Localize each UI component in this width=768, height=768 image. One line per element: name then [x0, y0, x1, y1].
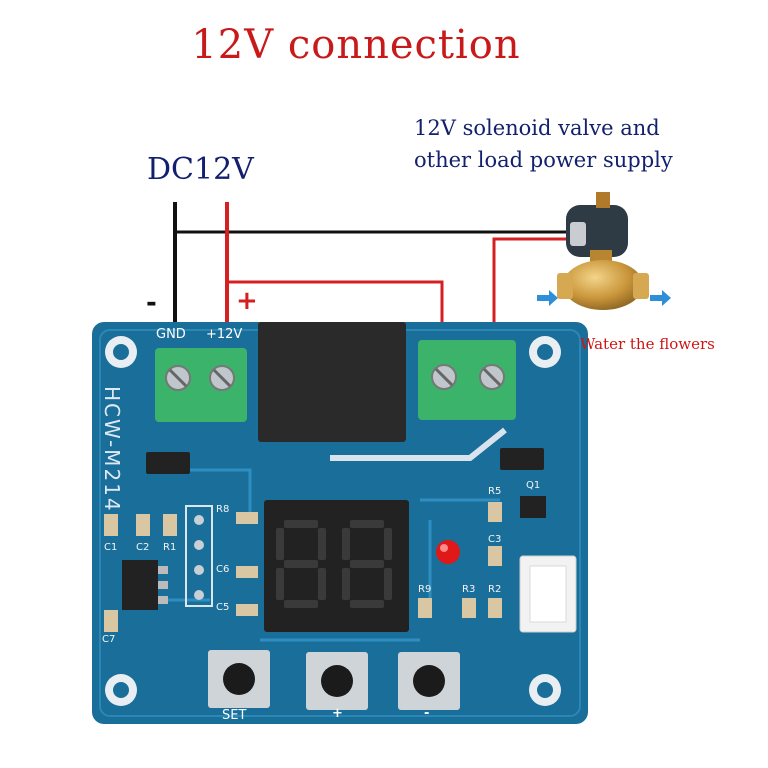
relay-brand: TONGLING: [286, 334, 349, 349]
comp-label-r8: R8: [216, 504, 230, 515]
comp-label-r3: R3: [462, 584, 476, 595]
display-segment: [318, 568, 326, 600]
comp-label-r1: R1: [163, 542, 177, 553]
water-flowers-label: Water the flowers: [580, 335, 715, 353]
relay-part: JQC-T78-DC12V-A: [278, 406, 378, 419]
button-label-minus: -: [424, 706, 430, 721]
flow-arrow-icon: [537, 290, 671, 306]
display-digits: [276, 520, 392, 608]
comp-label-r2: R2: [488, 584, 502, 595]
v12-label: +12V: [206, 327, 243, 342]
smd-components: [104, 502, 502, 632]
minus-sign: -: [146, 288, 157, 318]
display-segment: [284, 600, 318, 608]
dc12v-label: DC12V: [147, 152, 254, 187]
display-segment: [384, 528, 392, 560]
display-segment: [284, 560, 318, 568]
comp-label-q1: Q1: [526, 480, 541, 491]
board-model: HCW-M214: [100, 386, 124, 513]
copper-strip: [330, 427, 507, 461]
relay-rating-2: 20A 14VDC: [276, 378, 347, 393]
regulator: [122, 560, 158, 610]
comp-label-c2: C2: [136, 542, 150, 553]
comp-label-c6: C6: [216, 564, 230, 575]
display-segment: [276, 568, 284, 600]
comp-label-r9: R9: [418, 584, 432, 595]
button-label-set: SET: [222, 708, 247, 723]
display-segment: [342, 568, 350, 600]
red-wire-to-relay: [227, 280, 444, 338]
relay-rating-1: 20A 125VAC: [276, 360, 355, 375]
plus-sign: +: [236, 286, 258, 316]
solenoid-valve-icon: [557, 192, 649, 310]
white-connector: [519, 555, 577, 633]
display-segment: [384, 568, 392, 600]
push-button-icon: [208, 650, 460, 710]
comp-label-c5: C5: [216, 602, 230, 613]
display-segment: [350, 600, 384, 608]
relay: [258, 322, 406, 442]
display-segment: [342, 528, 350, 560]
comp-label-r5: R5: [488, 486, 502, 497]
header-pins: [185, 505, 213, 607]
seven-segment-display: [264, 500, 409, 632]
display-segment: [318, 528, 326, 560]
red-wire-to-valve: [492, 237, 575, 338]
display-segment: [276, 528, 284, 560]
diode-right: [500, 448, 544, 470]
display-segment: [284, 520, 318, 528]
load-note-line-1: 12V solenoid valve and: [414, 116, 660, 140]
mount-holes: [105, 336, 561, 706]
comp-label-c3: C3: [488, 534, 502, 545]
load-note-line-2: other load power supply: [414, 148, 673, 172]
led-icon: [436, 540, 460, 564]
diode-left: [146, 452, 190, 474]
power-terminal-block: [155, 348, 247, 422]
comp-label-c7: C7: [102, 634, 116, 645]
gnd-label: GND: [156, 327, 186, 342]
display-segment: [350, 560, 384, 568]
transistor-q1: [520, 496, 546, 518]
page-title: 12V connection: [191, 22, 521, 68]
comp-label-c1: C1: [104, 542, 118, 553]
display-segment: [350, 520, 384, 528]
relay-terminal-block: [418, 340, 516, 420]
button-label-plus: +: [332, 706, 343, 721]
